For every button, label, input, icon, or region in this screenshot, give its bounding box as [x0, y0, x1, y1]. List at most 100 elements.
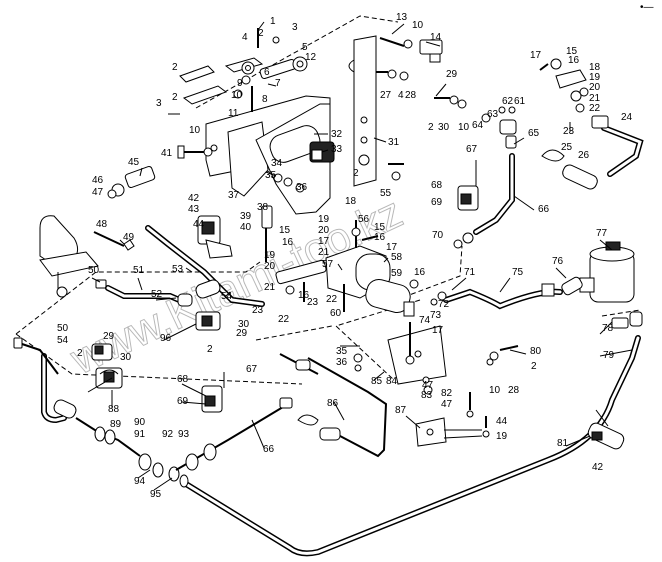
callout-c34: 34 — [271, 158, 283, 169]
callout-c62: 62 — [502, 96, 514, 107]
callout-c51: 51 — [133, 265, 145, 276]
callout-c2: 2 — [258, 28, 264, 39]
callout-c47: 47 — [92, 187, 104, 198]
callout-c65: 65 — [528, 128, 540, 139]
callout-c18: 18 — [589, 62, 601, 73]
callout-c17b: 17 — [386, 242, 398, 253]
pipe-clamps — [87, 160, 479, 413]
callout-c19b: 19 — [264, 250, 276, 261]
callout-c2c: 2 — [172, 92, 178, 103]
callout-labels: 1234567891011121314151617181920212223242… — [57, 12, 633, 500]
callout-c38: 38 — [257, 202, 269, 213]
callout-c16d: 16 — [414, 267, 426, 278]
callout-c69: 69 — [431, 197, 443, 208]
callout-c30b: 30 — [120, 352, 132, 363]
callout-c7: 7 — [275, 78, 281, 89]
callout-c31: 31 — [388, 137, 400, 148]
callout-c22: 22 — [589, 103, 601, 114]
callout-c16a: 16 — [374, 232, 386, 243]
callout-c18a: 18 — [345, 196, 357, 207]
callout-c40: 40 — [240, 222, 252, 233]
callout-c19c: 19 — [496, 431, 508, 442]
callout-c27: 27 — [380, 90, 392, 101]
callout-c69b: 69 — [177, 396, 189, 407]
callout-c24: 24 — [621, 112, 633, 123]
callout-c37: 37 — [228, 190, 240, 201]
pedal-assembly — [39, 215, 135, 298]
callout-c53: 53 — [172, 264, 184, 275]
leader-lines — [91, 21, 633, 491]
callout-c1: 1 — [270, 16, 276, 27]
callout-c22b: 22 — [326, 294, 338, 305]
bolt-and-coupling — [107, 144, 218, 199]
callout-c29a: 29 — [236, 328, 248, 339]
central-valve-block — [275, 220, 419, 317]
callout-c84: 84 — [386, 376, 398, 387]
assembly-outlines — [15, 15, 641, 385]
callout-c2d: 2 — [428, 122, 434, 133]
callout-c15: 15 — [566, 46, 578, 57]
callout-c43: 43 — [188, 204, 200, 215]
callout-c36b: 36 — [336, 357, 348, 368]
callout-c4b: 4 — [398, 90, 404, 101]
callout-c5: 5 — [302, 42, 308, 53]
main-return-pipe — [41, 335, 641, 557]
callout-c41: 41 — [161, 148, 173, 159]
callout-c76: 76 — [552, 256, 564, 267]
callout-c56: 56 — [358, 214, 370, 225]
callout-c93: 93 — [178, 429, 190, 440]
callout-c82: 82 — [441, 388, 453, 399]
fuel-line-right — [541, 115, 644, 190]
fuel-tank-assembly — [430, 241, 643, 329]
callout-c22a: 22 — [278, 314, 290, 325]
callout-c49: 49 — [123, 232, 135, 243]
callout-c2b: 2 — [172, 62, 178, 73]
callout-c96: 96 — [160, 333, 172, 344]
callout-c67b: 67 — [246, 364, 258, 375]
callout-c57: 57 — [322, 259, 334, 270]
corner-mark: •— — [640, 2, 654, 13]
callout-c4: 4 — [242, 32, 248, 43]
callout-c79: 79 — [603, 350, 615, 361]
callout-c64: 64 — [472, 120, 484, 131]
callout-c78: 78 — [602, 323, 614, 334]
callout-c59: 59 — [391, 268, 403, 279]
callout-c2e: 2 — [353, 168, 359, 179]
callout-c10c: 10 — [412, 20, 424, 31]
throttle-cables — [95, 205, 273, 307]
callout-c21: 21 — [589, 93, 601, 104]
callout-c20a: 20 — [318, 225, 330, 236]
callout-c15b: 15 — [279, 225, 291, 236]
callout-c2f: 2 — [207, 344, 213, 355]
callout-c16c: 16 — [298, 290, 310, 301]
callout-c10b: 10 — [189, 125, 201, 136]
callout-c80: 80 — [530, 346, 542, 357]
callout-c89: 89 — [110, 419, 122, 430]
callout-c35: 35 — [265, 170, 277, 181]
callout-c25: 25 — [561, 142, 573, 153]
callout-c46: 46 — [92, 175, 104, 186]
callout-c72: 72 — [438, 299, 450, 310]
callout-c13: 13 — [396, 12, 408, 23]
callout-c60: 60 — [330, 308, 342, 319]
callout-c11: 11 — [228, 108, 239, 119]
callout-c21a: 21 — [318, 247, 330, 258]
callout-c70: 70 — [432, 230, 444, 241]
callout-c48: 48 — [96, 219, 108, 230]
callout-c33: 33 — [331, 144, 343, 155]
top-bracket-solenoid — [205, 95, 335, 215]
callout-c15a: 15 — [374, 222, 386, 233]
misc-bolts — [466, 345, 519, 438]
callout-c6: 6 — [264, 67, 270, 78]
cable-and-plate-87 — [279, 353, 447, 458]
callout-c44: 44 — [193, 219, 205, 230]
callout-c95: 95 — [150, 489, 162, 500]
callout-c17: 17 — [530, 50, 542, 61]
callout-c20b: 20 — [264, 261, 276, 272]
callout-c47a: 47 — [422, 380, 434, 391]
callout-c9: 9 — [237, 78, 243, 89]
callout-c17c: 17 — [432, 325, 444, 336]
callout-c42: 42 — [188, 193, 200, 204]
callout-c86: 86 — [327, 398, 339, 409]
